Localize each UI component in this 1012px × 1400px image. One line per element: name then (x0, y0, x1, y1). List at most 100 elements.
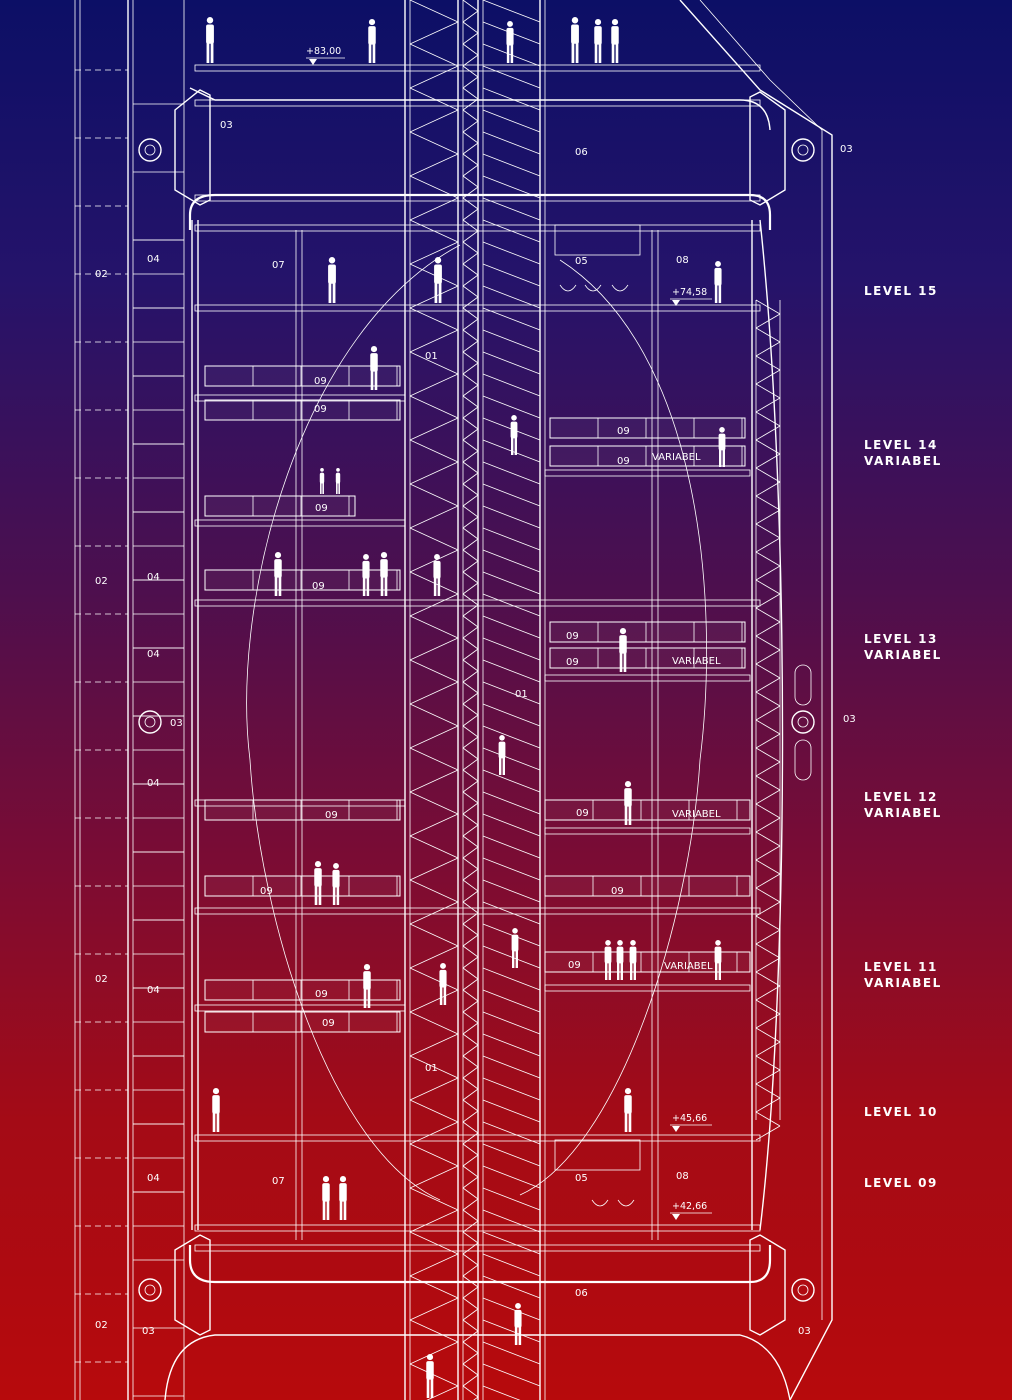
stair-flight (462, 780, 479, 793)
stair-flight (462, 10, 479, 23)
person-figure (611, 19, 619, 63)
floor-slab (194, 99, 761, 107)
stair-flight (462, 329, 479, 342)
stair-flight (482, 241, 541, 265)
level-12-subtitle: VARIABEL (864, 806, 942, 820)
railing (204, 495, 356, 517)
stair-flight (462, 791, 479, 804)
room-label-09: 09 (314, 404, 327, 415)
stair-flight (409, 1011, 459, 1035)
stair-flight (462, 659, 479, 672)
stair-flight (462, 956, 479, 969)
stair-flight (462, 1110, 479, 1123)
truss-member (755, 383, 781, 399)
truss-member (755, 985, 781, 1001)
stair-flight (462, 1099, 479, 1112)
stair-flight (482, 879, 541, 903)
stair-flight (462, 175, 479, 188)
floor-slabs (194, 64, 761, 1252)
stair-flight (409, 197, 459, 221)
truss-member (755, 313, 781, 329)
person-figure (604, 940, 612, 980)
room-label-04: 04 (147, 649, 160, 660)
stair-flight (462, 274, 479, 287)
stair-flight (409, 1209, 459, 1233)
stair-flight (482, 65, 541, 89)
railing (204, 1011, 401, 1033)
stair-flight (462, 21, 479, 34)
stair-flight (409, 747, 459, 771)
structural-rings (138, 87, 815, 1400)
stair-flight (409, 153, 459, 177)
floor-slab (194, 519, 406, 527)
room-label-01: 01 (515, 689, 528, 700)
stair-flight (462, 648, 479, 661)
stair-flight (409, 21, 459, 45)
stair-flight (482, 1209, 541, 1233)
person-figure (506, 21, 514, 63)
room-label-04: 04 (147, 985, 160, 996)
stair-flight (462, 43, 479, 56)
stair-flight (462, 54, 479, 67)
room-label-05: 05 (575, 1173, 588, 1184)
stair-flight (409, 813, 459, 837)
level-10-title: LEVEL 10 (864, 1105, 938, 1119)
stair-flight (462, 197, 479, 210)
stair-flight (462, 1088, 479, 1101)
stair-flight (482, 835, 541, 859)
level-09-title: LEVEL 09 (864, 1176, 938, 1190)
stair-flight (409, 65, 459, 89)
stair-flight (482, 747, 541, 771)
stair-flight (462, 384, 479, 397)
stair-flight (409, 1363, 459, 1387)
person-figure (433, 554, 441, 596)
floor-slab (194, 194, 761, 202)
stair-flight (462, 1176, 479, 1189)
stair-flight (462, 406, 479, 419)
stair-flight (409, 615, 459, 639)
stair-flight (462, 65, 479, 78)
stair-flight (426, 1385, 459, 1400)
right-truss (755, 299, 781, 1141)
stair-flight (409, 175, 459, 199)
room-label-08: 08 (676, 255, 689, 266)
truss-member (755, 845, 781, 861)
stair-flight (409, 263, 459, 287)
room-labels: 02 02 02 02 03 03 03 03 03 03 04 04 04 0… (95, 120, 856, 1337)
truss-member (755, 705, 781, 721)
truss-member (755, 1125, 781, 1141)
stair-flight (482, 307, 541, 331)
stair-flight (462, 758, 479, 771)
stair-flight (482, 681, 541, 705)
stair-flight (462, 989, 479, 1002)
stair-flight (482, 901, 541, 925)
stair-flight (462, 164, 479, 177)
level-tags: LEVEL 15 LEVEL 14 VARIABEL LEVEL 13 VARI… (864, 284, 942, 1190)
elevation-level10: +45,66 (672, 1113, 707, 1124)
stair-flight (462, 439, 479, 452)
stair-flight (462, 1077, 479, 1090)
stair-flight (462, 505, 479, 518)
floor-slab (194, 394, 406, 402)
stair-flight (462, 428, 479, 441)
stair-flight (482, 483, 541, 507)
truss-member (755, 523, 781, 539)
stair-flight (462, 318, 479, 331)
stair-flight (409, 1033, 459, 1057)
railing (204, 979, 401, 1001)
truss-member (755, 1013, 781, 1029)
stair-flight (409, 527, 459, 551)
person-figure (514, 1303, 522, 1345)
person-figure (332, 863, 340, 905)
room-label-09: 09 (576, 808, 589, 819)
stair-flight (482, 571, 541, 595)
floor-slab (194, 1004, 406, 1012)
stair-flight (482, 109, 541, 133)
stair-flight (462, 868, 479, 881)
stair-flight (462, 153, 479, 166)
stair-flight (462, 1231, 479, 1244)
stair-flight (482, 1187, 541, 1211)
room-label-07: 07 (272, 260, 285, 271)
person-figure (370, 346, 378, 390)
truss-member (755, 299, 781, 315)
